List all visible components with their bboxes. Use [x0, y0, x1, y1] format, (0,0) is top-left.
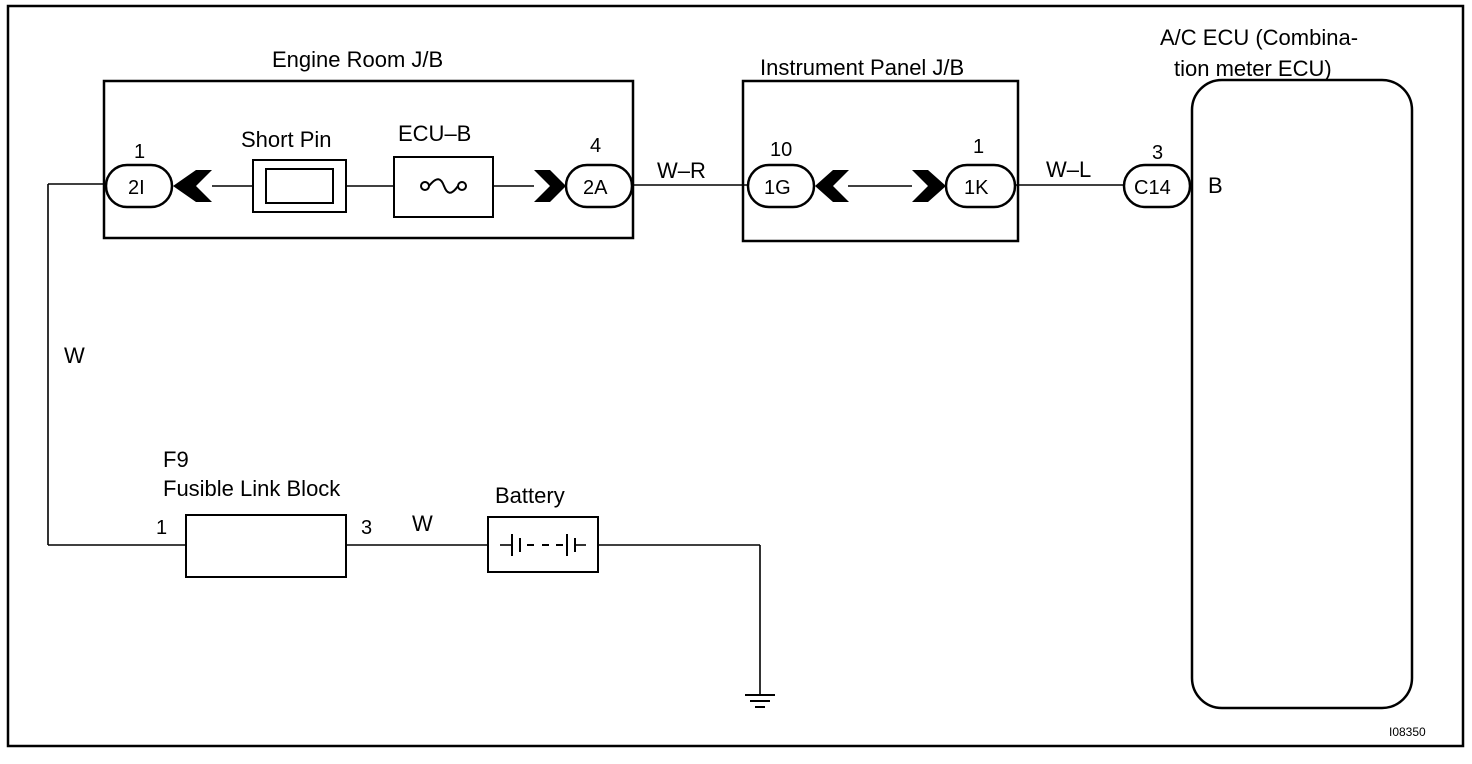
ecu-b-fuse: ECU–B	[393, 121, 494, 218]
wire-label-w-vertical: W	[64, 343, 85, 368]
instrument-panel-jb-label: Instrument Panel J/B	[760, 55, 964, 80]
instrument-panel-junction-block: Instrument Panel J/B 10 1G 1 1K	[741, 55, 1020, 243]
ground-icon	[745, 694, 775, 708]
ac-ecu-label-line2: tion meter ECU)	[1174, 56, 1332, 81]
connector-2a: 4 2A	[534, 135, 634, 209]
short-pin: Short Pin	[241, 127, 347, 213]
connector-2i: 1 2I	[104, 141, 212, 209]
figure-id: I08350	[1389, 725, 1426, 739]
connector-2i-code: 2I	[128, 177, 145, 199]
fusible-link-pin-left: 1	[156, 517, 167, 539]
connector-1k-code: 1K	[964, 177, 989, 199]
fuse-terminal-icon	[457, 181, 467, 191]
fusible-link-pin-right: 3	[361, 517, 372, 539]
connector-1k-arrow-icon	[912, 170, 946, 202]
engine-room-junction-block: Engine Room J/B 1 2I Short Pin ECU–B 4	[102, 47, 635, 240]
connector-c14-pin: 3	[1152, 142, 1163, 164]
engine-room-jb-label: Engine Room J/B	[272, 47, 443, 72]
wire-label-w-battery: W	[412, 511, 433, 536]
ecu-terminal-label: B	[1208, 173, 1223, 198]
connector-1k: 1 1K	[912, 136, 1017, 209]
connector-1g-code: 1G	[764, 177, 791, 199]
wire-label-w-r: W–R	[657, 158, 706, 183]
fusible-link-ref: F9	[163, 447, 189, 472]
fuse-element-icon	[428, 178, 459, 194]
connector-2a-code: 2A	[583, 177, 608, 199]
connector-1g: 10 1G	[746, 139, 849, 209]
connector-1g-pin: 10	[770, 139, 792, 161]
short-pin-label: Short Pin	[241, 127, 332, 152]
connector-c14: 3 C14	[1122, 142, 1192, 209]
wires	[47, 183, 1124, 694]
ac-ecu-label-line1: A/C ECU (Combina-	[1160, 25, 1358, 50]
ecu-b-fuse-label: ECU–B	[398, 121, 471, 146]
battery-cell-icon	[500, 534, 586, 556]
connector-2i-arrow-icon	[173, 170, 212, 202]
battery: Battery	[487, 483, 599, 573]
fusible-link-block: F9 Fusible Link Block 1 3	[156, 447, 372, 578]
diagram-frame	[6, 4, 1465, 748]
fusible-link-label: Fusible Link Block	[163, 476, 341, 501]
connector-1g-arrow-icon	[815, 170, 849, 202]
fuse-terminal-icon	[420, 181, 430, 191]
wire-label-w-l: W–L	[1046, 157, 1091, 182]
connector-1k-pin: 1	[973, 136, 984, 158]
battery-label: Battery	[495, 483, 565, 508]
connector-2a-pin: 4	[590, 135, 601, 157]
connector-2i-pin: 1	[134, 141, 145, 163]
connector-2a-arrow-icon	[534, 170, 566, 202]
connector-c14-code: C14	[1134, 177, 1171, 199]
ac-ecu: A/C ECU (Combina- tion meter ECU) 3 C14 …	[1122, 25, 1414, 710]
